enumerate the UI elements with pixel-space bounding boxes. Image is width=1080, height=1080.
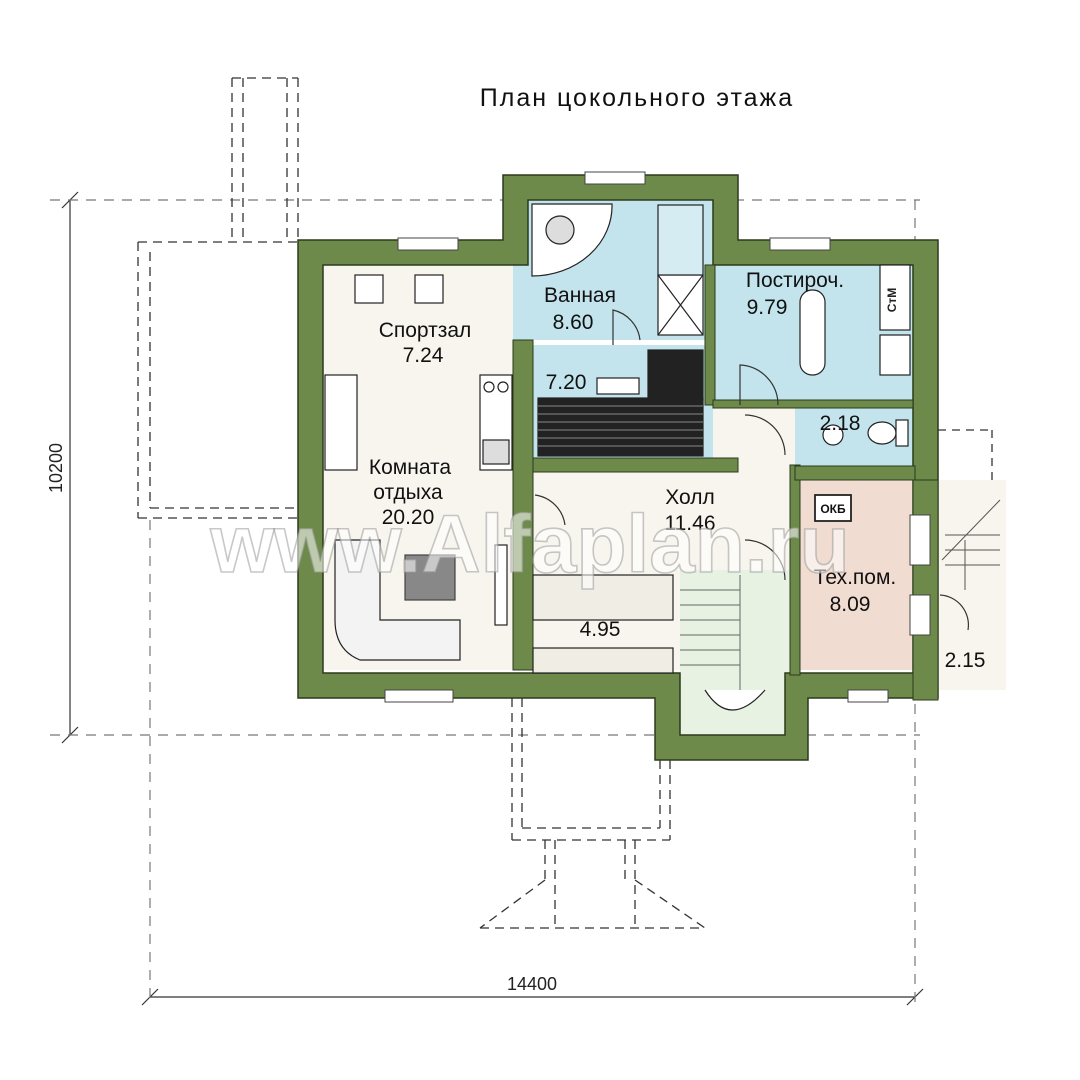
room-entrance-area: 2.15 [945,649,986,672]
room-tech-area: 8.09 [830,593,871,616]
porch-outline-bottom [479,698,706,930]
windows [384,171,931,703]
room-hall-area: 11.46 [665,512,716,535]
height-dimension: 10200 [46,443,66,493]
plan-title: План цокольного этажа [480,84,794,112]
room-hall-name: Холл [665,486,715,509]
dimension-lines [50,191,924,1006]
fixtures: СтМ ОКБ [324,203,1001,711]
room-tech-name: Тех.пом. [814,566,897,589]
room-lounge-name-1: Комната [369,456,452,479]
washer-label: СтМ [885,288,899,313]
room-bath-area: 8.60 [553,311,594,334]
room-wc-area: 2.18 [820,412,861,435]
room-labels: Спортзал 7.24 Ванная 8.60 Постироч. 9.79… [369,269,986,672]
boiler-label: ОКБ [820,502,846,516]
room-storage-area: 4.95 [580,618,621,641]
width-dimension: 14400 [507,974,557,994]
room-gym-name: Спортзал [379,319,472,342]
room-laundry-area: 9.79 [747,296,788,319]
room-gym-area: 7.24 [403,344,444,367]
terrace-outline-left [137,77,299,519]
room-laundry-name: Постироч. [746,269,844,292]
room-lounge-name-2: отдыха [373,481,443,504]
watermark: www.Alfaplan.ru [209,499,849,590]
room-lounge-area: 20.20 [382,506,435,529]
room-sauna-area: 7.20 [546,371,587,394]
room-bath-name: Ванная [544,284,616,307]
